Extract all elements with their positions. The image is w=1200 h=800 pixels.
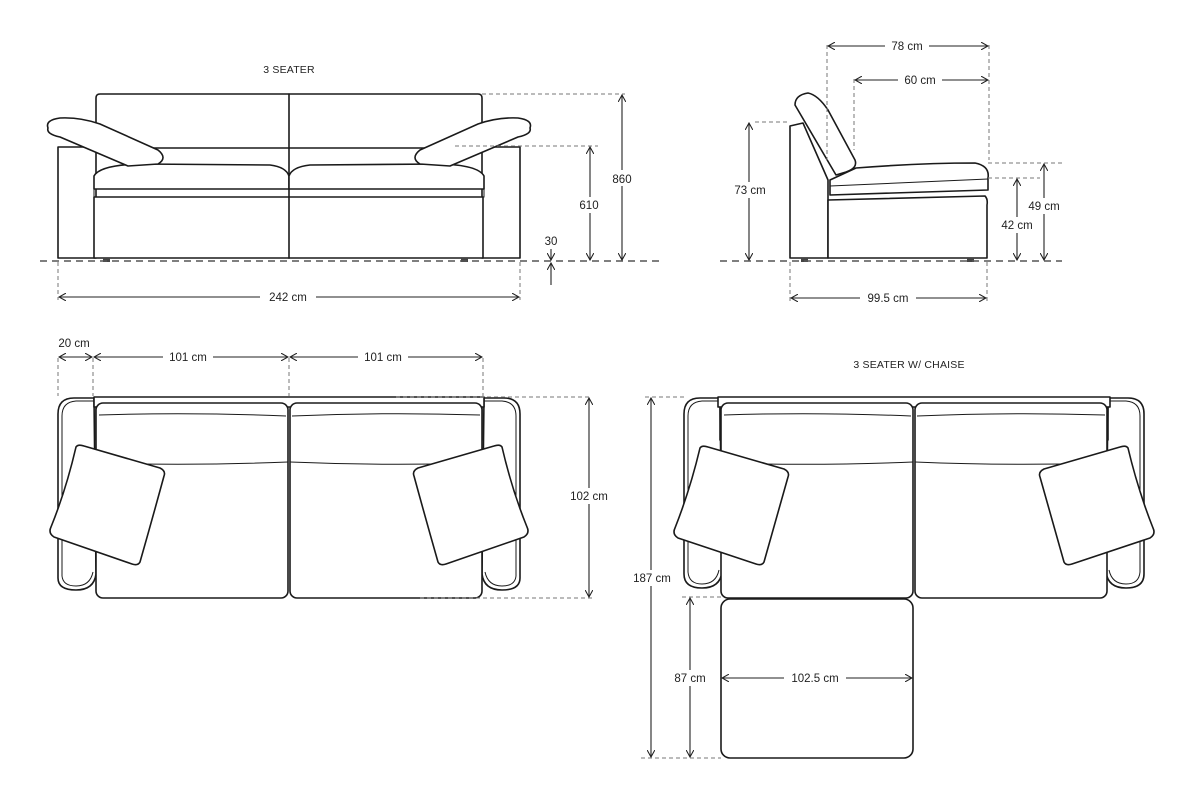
dim-seat-width-right: 101 cm xyxy=(364,352,402,364)
dim-seat-width-left: 101 cm xyxy=(169,352,207,364)
dim-depth-seat-back: 78 cm xyxy=(891,41,922,53)
leg xyxy=(461,258,468,262)
chaise-pillow-left xyxy=(673,445,790,566)
dim-depth-total: 99.5 cm xyxy=(868,293,909,305)
side-base xyxy=(827,195,989,259)
dim-chaise-width: 102.5 cm xyxy=(791,673,838,685)
front-view-title: 3 SEATER xyxy=(263,64,315,76)
leg xyxy=(103,258,110,262)
chaise-pillow-right xyxy=(1038,445,1155,566)
seat-cushion-left xyxy=(93,163,290,190)
dim-total-depth: 187 cm xyxy=(633,573,671,585)
dim-height-total: 860 xyxy=(612,174,631,186)
dim-height-seat: 42 cm xyxy=(1001,220,1032,232)
pillow-right xyxy=(414,117,532,167)
side-view: 78 cm 60 cm 73 cm 49 cm 42 cm 99.5 cm xyxy=(720,38,1066,306)
pillow-left xyxy=(46,117,164,167)
right-arm xyxy=(481,146,521,259)
side-back-frame xyxy=(789,122,829,259)
dim-height-arm: 610 xyxy=(579,200,598,212)
dim-width: 242 cm xyxy=(269,292,307,304)
top-pillow-right xyxy=(412,444,529,566)
front-view: 3 SEATER 860 610 30 xyxy=(40,64,660,305)
side-seat-cushion xyxy=(829,162,990,196)
left-arm xyxy=(57,146,97,259)
dim-depth-seat: 60 cm xyxy=(904,75,935,87)
dim-height-back: 73 cm xyxy=(734,185,765,197)
dim-chaise-length: 87 cm xyxy=(674,673,705,685)
top-back xyxy=(93,396,485,408)
side-back-cushion xyxy=(794,92,857,176)
dim-leg-clearance: 30 xyxy=(545,236,558,248)
seat-cushion-right xyxy=(288,163,485,190)
dim-depth: 102 cm xyxy=(570,491,608,503)
top-view: 20 cm 101 cm 101 cm 102 cm xyxy=(49,338,612,599)
chaise-view-title: 3 SEATER W/ CHAISE xyxy=(853,359,964,371)
chaise-view: 3 SEATER W/ CHAISE 187 cm 87 cm 1 xyxy=(630,359,1155,759)
dim-arm-width: 20 cm xyxy=(58,338,89,350)
top-pillow-left xyxy=(49,444,166,566)
dim-height-cushion-top: 49 cm xyxy=(1028,201,1059,213)
